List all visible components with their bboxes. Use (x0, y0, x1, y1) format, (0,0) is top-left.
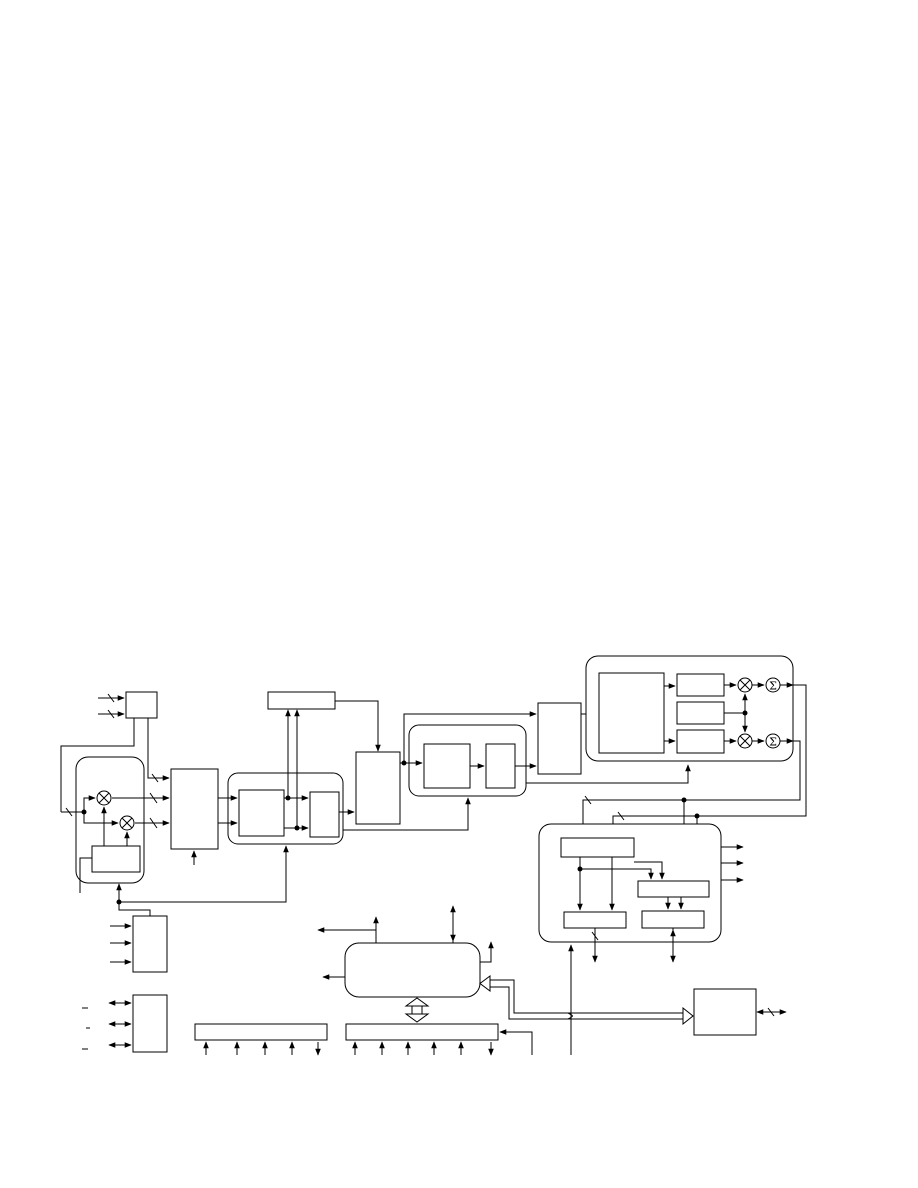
control-register-block (267, 691, 381, 752)
buffer-block (339, 751, 471, 831)
bus-controller-registers (404, 997, 430, 1023)
interface-block (693, 988, 787, 1036)
mixer-module-left (61, 756, 170, 893)
peripheral-block-lower (82, 994, 168, 1053)
wire-feedback (60, 718, 135, 812)
processing-module (218, 709, 344, 845)
wire-return-i (610, 684, 807, 834)
wire-control (147, 718, 170, 781)
sync-module (538, 823, 744, 963)
register-bank-left (194, 1023, 328, 1056)
filter-block (170, 768, 219, 865)
svg-text:Σ: Σ (769, 736, 777, 749)
output-module: Σ Σ (585, 655, 794, 762)
svg-text:Σ: Σ (769, 680, 777, 693)
controller-block (317, 905, 494, 998)
input-mux-block (98, 691, 158, 719)
demapper-block (526, 702, 691, 784)
wire-return-q (580, 740, 801, 834)
peripheral-block-upper (110, 915, 168, 973)
multiplier-icon (96, 790, 112, 806)
local-oscillator-block (91, 845, 141, 873)
register-bank-right (345, 1023, 533, 1056)
multiplier-icon (119, 815, 135, 831)
equalizer-module (400, 711, 537, 797)
bus-controller-interface (479, 975, 694, 1026)
